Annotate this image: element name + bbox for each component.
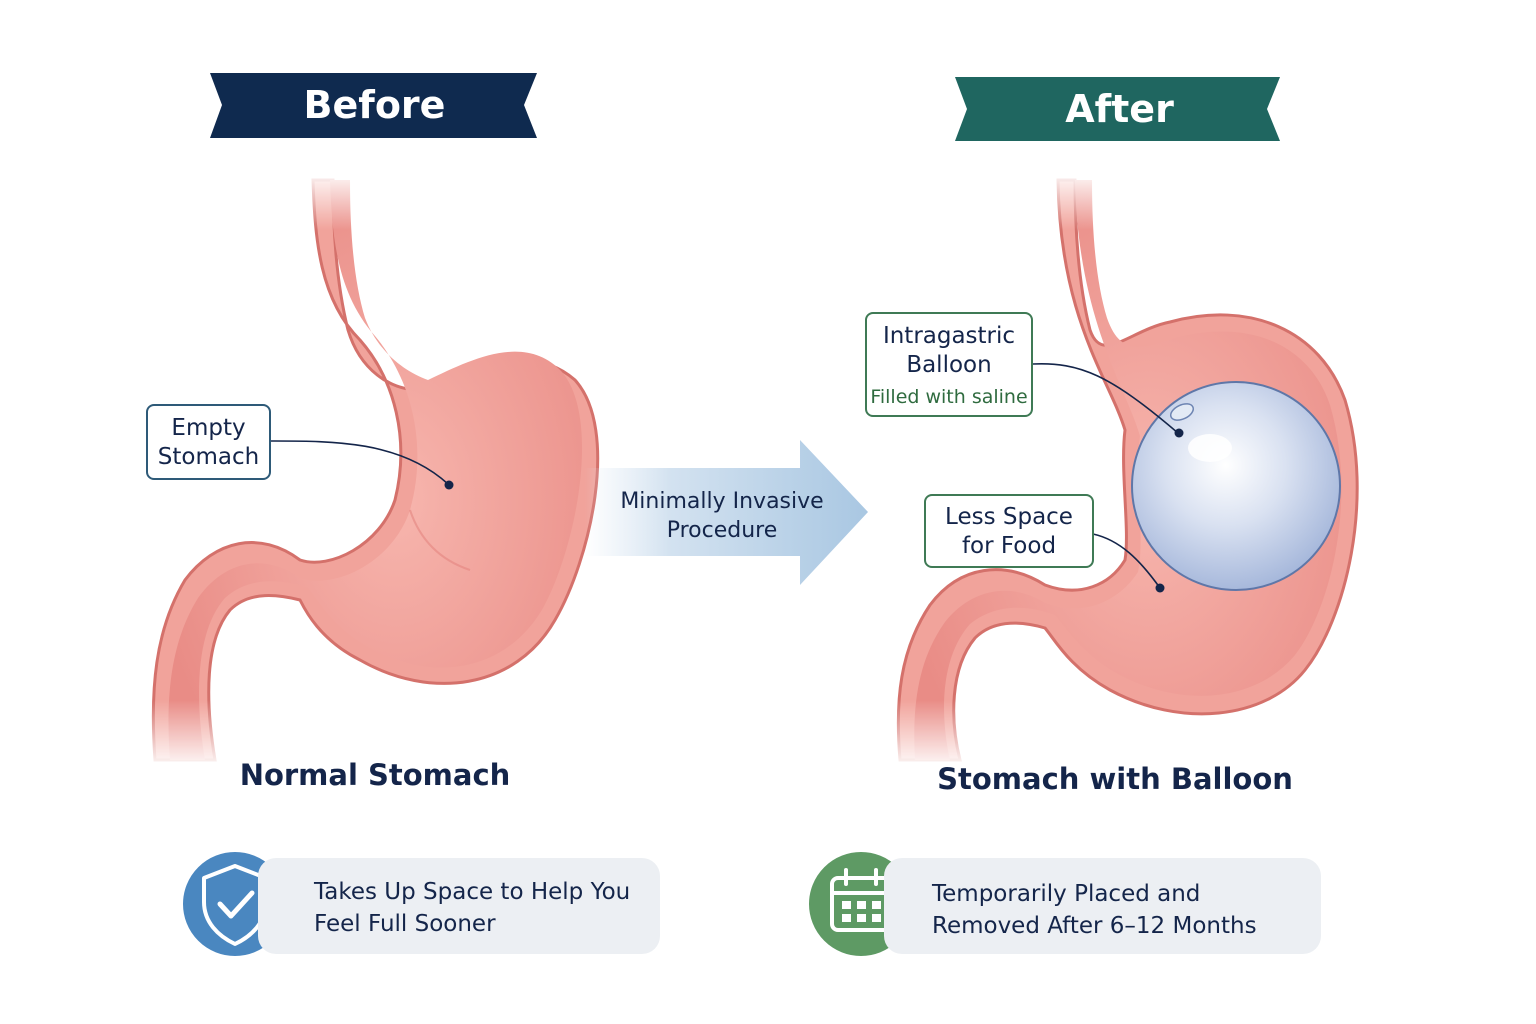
stomach-inner-cavity	[168, 180, 583, 760]
intragastric-balloon	[1131, 381, 1341, 591]
less-space-label: Less Space for Food	[945, 504, 1073, 559]
balloon-stomach-illustration	[896, 178, 1359, 762]
info-card-fullness	[258, 858, 660, 954]
balloon-callout-subtitle: Filled with saline	[870, 386, 1028, 408]
after-banner-title: After	[1065, 87, 1174, 131]
before-banner-ribbon	[210, 73, 537, 138]
balloon-stomach-caption: Stomach with Balloon	[937, 762, 1293, 796]
info-card-duration-text: Temporarily Placed and Removed After 6–1…	[932, 881, 1257, 939]
stomach-inner-cavity-after	[914, 180, 1342, 760]
less-space-callout: Less Space for Food	[924, 494, 1094, 568]
info-card-fullness-text: Takes Up Space to Help You Feel Full Soo…	[314, 879, 631, 937]
info-card-duration	[884, 858, 1321, 954]
empty-stomach-label: Empty Stomach	[157, 415, 260, 470]
balloon-callout-title: Intragastric Balloon	[882, 323, 1016, 378]
normal-stomach-caption: Normal Stomach	[239, 758, 511, 792]
procedure-arrow-label: Minimally Invasive Procedure	[620, 489, 824, 543]
leader-empty-stomach	[269, 440, 449, 485]
balloon-callout: Intragastric Balloon Filled with saline	[865, 312, 1033, 417]
after-banner-ribbon	[955, 77, 1280, 141]
leader-balloon	[1032, 363, 1179, 434]
normal-stomach-illustration	[151, 178, 600, 762]
before-banner-title: Before	[303, 83, 446, 127]
procedure-arrow	[585, 440, 868, 585]
balloon-valve	[1169, 403, 1195, 421]
empty-stomach-callout: Empty Stomach	[146, 404, 271, 480]
leader-less-space	[1092, 533, 1161, 589]
